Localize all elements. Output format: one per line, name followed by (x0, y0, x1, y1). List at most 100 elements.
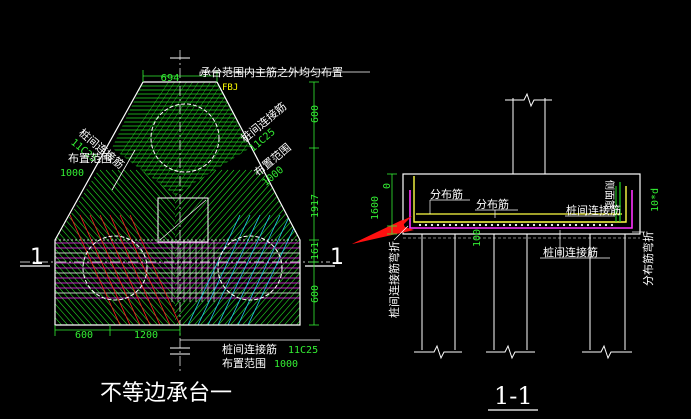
rebar-dot (478, 223, 482, 227)
rebar-line (55, 169, 91, 325)
rebar-line (105, 169, 175, 325)
rebar-line (285, 169, 300, 325)
rebar-line (175, 169, 253, 325)
column-outline (157, 197, 209, 243)
section-rebar-dots (418, 223, 614, 227)
dim-bottom-2: 1200 (134, 330, 158, 341)
red-rebar-hatch (69, 214, 181, 325)
rebar-dot (550, 223, 554, 227)
rebar-line (237, 214, 291, 325)
rebar-dot (490, 223, 494, 227)
rebar-line (55, 169, 97, 325)
rebar-dot (418, 223, 422, 227)
rebar-line (201, 169, 300, 325)
bottom-range-label: 布置范围 (222, 356, 266, 370)
rebar-line (273, 169, 300, 325)
rebar-line (55, 169, 139, 325)
dim-right-1: 600 (310, 105, 321, 123)
rebar-dot (424, 223, 428, 227)
rebar-line (177, 169, 300, 325)
rebar-dot (520, 223, 524, 227)
section-column-break (505, 92, 552, 108)
rebar-line (175, 169, 205, 325)
section-label-dist-hook: 分布筋弯折 (641, 231, 655, 286)
rebar-dot (556, 223, 560, 227)
rebar-dot (538, 223, 542, 227)
right-rebar-hatch (0, 169, 300, 330)
rebar-dot (598, 223, 602, 227)
rebar-dot (454, 223, 458, 227)
column-diagonal (159, 199, 207, 241)
rebar-dot (544, 223, 548, 227)
rebar-dot (526, 223, 530, 227)
rebar-dot (604, 223, 608, 227)
rebar-line (175, 169, 259, 325)
rebar-line (175, 169, 265, 325)
rebar-line (55, 169, 121, 325)
bottom-rebar-label: 桩间连接筋 (222, 342, 277, 356)
rebar-line (119, 214, 171, 325)
leader-left (111, 149, 136, 191)
rebar-line (227, 214, 281, 325)
rebar-line (195, 169, 300, 325)
rebar-line (79, 214, 131, 325)
dim-bottom-1: 600 (75, 330, 93, 341)
rebar-line (129, 169, 175, 325)
rebar-line (175, 169, 241, 325)
left-range-annotation: 布置范围 1000 (60, 151, 112, 179)
rebar-line (175, 169, 295, 325)
rebar-line (219, 169, 300, 325)
rebar-line (112, 82, 177, 195)
rebar-dot (532, 223, 536, 227)
rebar-line (175, 169, 300, 325)
rebar-line (55, 169, 103, 325)
section-cap-outline (402, 173, 641, 235)
rebar-line (175, 169, 300, 325)
section-dim-100: 100 (472, 229, 483, 247)
rebar-line (55, 169, 175, 325)
rebar-dot (586, 223, 590, 227)
rebar-line (175, 169, 289, 325)
rebar-dot (610, 223, 614, 227)
pile-top (150, 103, 220, 173)
pile-right (217, 235, 283, 301)
rebar-dot (568, 223, 572, 227)
rebar-dot (430, 223, 434, 227)
left-range-value: 1000 (60, 168, 84, 179)
rebar-line (149, 82, 231, 195)
rebar-dot (592, 223, 596, 227)
rebar-line (197, 214, 251, 325)
red-pointer-arrow-body (352, 220, 406, 244)
section-dim-10d: 10*d (650, 188, 661, 212)
rebar-line (55, 169, 127, 325)
note-leader-top (199, 71, 370, 76)
rebar-dot (484, 223, 488, 227)
rebar-line (111, 169, 175, 325)
section-label-distribution-2: 分布筋 (476, 197, 509, 211)
section-label-distribution-1: 分布筋 (430, 187, 463, 201)
rebar-line (55, 169, 151, 325)
rebar-line (135, 169, 175, 325)
rebar-dot (574, 223, 578, 227)
rebar-dot (580, 223, 584, 227)
rebar-line (213, 169, 300, 325)
rebar-line (267, 169, 300, 325)
rebar-line (87, 169, 175, 325)
plan-dim-top: 694 (160, 73, 179, 84)
rebar-line (55, 169, 109, 325)
rebar-line (89, 214, 141, 325)
plan-note-top: 承台范围内主筋之外均匀布置 (200, 65, 343, 79)
rebar-line (0, 170, 132, 330)
rebar-line (55, 169, 85, 325)
section-leaders (393, 199, 645, 259)
section-title: 1-1 (494, 382, 533, 410)
section-mark-left: 1 (30, 245, 44, 270)
rebar-line (93, 169, 175, 325)
plan-label-fbj: FBJ (222, 83, 238, 93)
rebar-line (207, 214, 261, 325)
rebar-line (243, 169, 300, 325)
rebar-line (249, 169, 300, 325)
rebar-line (175, 169, 211, 325)
bottom-rebar-hatch (55, 240, 300, 302)
rebar-line (175, 169, 300, 325)
